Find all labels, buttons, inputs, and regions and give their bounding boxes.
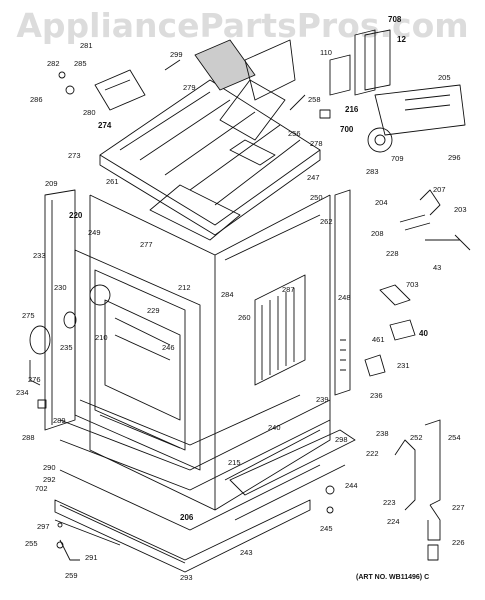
part-label-297: 297 bbox=[37, 522, 50, 531]
watermark: AppliancePartsPros.com bbox=[16, 6, 469, 45]
part-label-43: 43 bbox=[433, 263, 441, 272]
part-label-215: 215 bbox=[228, 458, 241, 467]
part-label-255: 255 bbox=[25, 539, 38, 548]
part-label-273: 273 bbox=[68, 151, 81, 160]
part-label-288: 288 bbox=[22, 433, 35, 442]
part-label-206: 206 bbox=[180, 513, 194, 522]
part-label-246: 246 bbox=[162, 343, 175, 352]
part-label-209: 209 bbox=[45, 179, 58, 188]
part-label-289: 289 bbox=[53, 416, 66, 425]
part-label-258: 258 bbox=[308, 95, 321, 104]
control-bracket bbox=[354, 29, 376, 96]
part-label-247: 247 bbox=[307, 173, 320, 182]
left-side-panel bbox=[44, 189, 76, 431]
part-label-224: 224 bbox=[387, 517, 400, 526]
part-label-228: 228 bbox=[386, 249, 399, 258]
part-label-238: 238 bbox=[376, 429, 389, 438]
part-label-220: 220 bbox=[69, 211, 83, 220]
knob bbox=[29, 325, 51, 355]
part-label-461: 461 bbox=[372, 335, 385, 344]
part-label-233: 233 bbox=[33, 251, 46, 260]
part-label-282: 282 bbox=[47, 59, 60, 68]
part-label-277: 277 bbox=[140, 240, 153, 249]
part-label-12: 12 bbox=[397, 35, 406, 44]
part-label-286: 286 bbox=[30, 95, 43, 104]
part-label-291: 291 bbox=[85, 553, 98, 562]
part-label-250: 250 bbox=[310, 193, 323, 202]
part-label-40: 40 bbox=[419, 329, 428, 338]
part-label-208: 208 bbox=[371, 229, 384, 238]
part-label-703: 703 bbox=[406, 280, 419, 289]
part-label-203: 203 bbox=[454, 205, 467, 214]
part-label-230: 230 bbox=[54, 283, 67, 292]
part-label-287: 287 bbox=[282, 285, 295, 294]
part-label-212: 212 bbox=[178, 283, 191, 292]
hinge-right bbox=[424, 419, 441, 506]
part-label-235: 235 bbox=[60, 343, 73, 352]
part-label-274: 274 bbox=[98, 121, 112, 130]
part-label-296: 296 bbox=[448, 153, 461, 162]
part-label-709: 709 bbox=[391, 154, 404, 163]
part-label-205: 205 bbox=[438, 73, 451, 82]
part-label-260: 260 bbox=[238, 313, 251, 322]
part-label-290: 290 bbox=[43, 463, 56, 472]
part-label-204: 204 bbox=[375, 198, 388, 207]
part-label-254: 254 bbox=[448, 433, 461, 442]
part-label-299: 299 bbox=[170, 50, 183, 59]
part-label-708: 708 bbox=[388, 15, 402, 24]
part-label-231: 231 bbox=[397, 361, 410, 370]
art-number: (ART NO. WB11496) C bbox=[356, 574, 430, 581]
top-cover bbox=[99, 79, 321, 226]
part-label-285: 285 bbox=[74, 59, 87, 68]
part-label-244: 244 bbox=[345, 481, 358, 490]
part-label-252: 252 bbox=[410, 433, 423, 442]
part-label-298: 298 bbox=[335, 435, 348, 444]
part-label-293: 293 bbox=[180, 573, 193, 582]
side-rail bbox=[334, 189, 351, 396]
part-label-276: 276 bbox=[28, 375, 41, 384]
part-label-259: 259 bbox=[65, 571, 78, 580]
kick-plate bbox=[54, 499, 311, 573]
part-label-226: 226 bbox=[452, 538, 465, 547]
part-label-292: 292 bbox=[43, 475, 56, 484]
part-label-275: 275 bbox=[22, 311, 35, 320]
part-label-223: 223 bbox=[383, 498, 396, 507]
part-label-216: 216 bbox=[345, 105, 359, 114]
part-label-207: 207 bbox=[433, 185, 446, 194]
vent-cap bbox=[194, 39, 256, 91]
part-label-284: 284 bbox=[221, 290, 234, 299]
part-label-234: 234 bbox=[16, 388, 29, 397]
part-label-222: 222 bbox=[366, 449, 379, 458]
part-label-261: 261 bbox=[106, 177, 119, 186]
part-label-279: 279 bbox=[183, 83, 196, 92]
part-label-110: 110 bbox=[320, 48, 332, 57]
hinge bbox=[394, 439, 416, 511]
part-label-281: 281 bbox=[80, 41, 93, 50]
drawer-bottom bbox=[59, 399, 331, 471]
part-label-283: 283 bbox=[366, 167, 379, 176]
part-label-249: 249 bbox=[88, 228, 101, 237]
part-label-227: 227 bbox=[452, 503, 465, 512]
manifold-bracket bbox=[374, 84, 466, 136]
part-label-700: 700 bbox=[340, 125, 354, 134]
part-label-278: 278 bbox=[310, 139, 323, 148]
part-label-248: 248 bbox=[338, 293, 351, 302]
part-label-702: 702 bbox=[35, 484, 48, 493]
part-label-280: 280 bbox=[83, 108, 96, 117]
part-label-243: 243 bbox=[240, 548, 253, 557]
part-label-236: 236 bbox=[370, 391, 383, 400]
part-label-256: 256 bbox=[288, 129, 301, 138]
part-label-239: 239 bbox=[316, 395, 329, 404]
burner-assembly bbox=[94, 69, 146, 111]
part-label-240: 240 bbox=[268, 423, 281, 432]
part-label-229: 229 bbox=[147, 306, 160, 315]
part-label-210: 210 bbox=[95, 333, 108, 342]
part-label-245: 245 bbox=[320, 524, 333, 533]
part-label-262: 262 bbox=[320, 217, 333, 226]
